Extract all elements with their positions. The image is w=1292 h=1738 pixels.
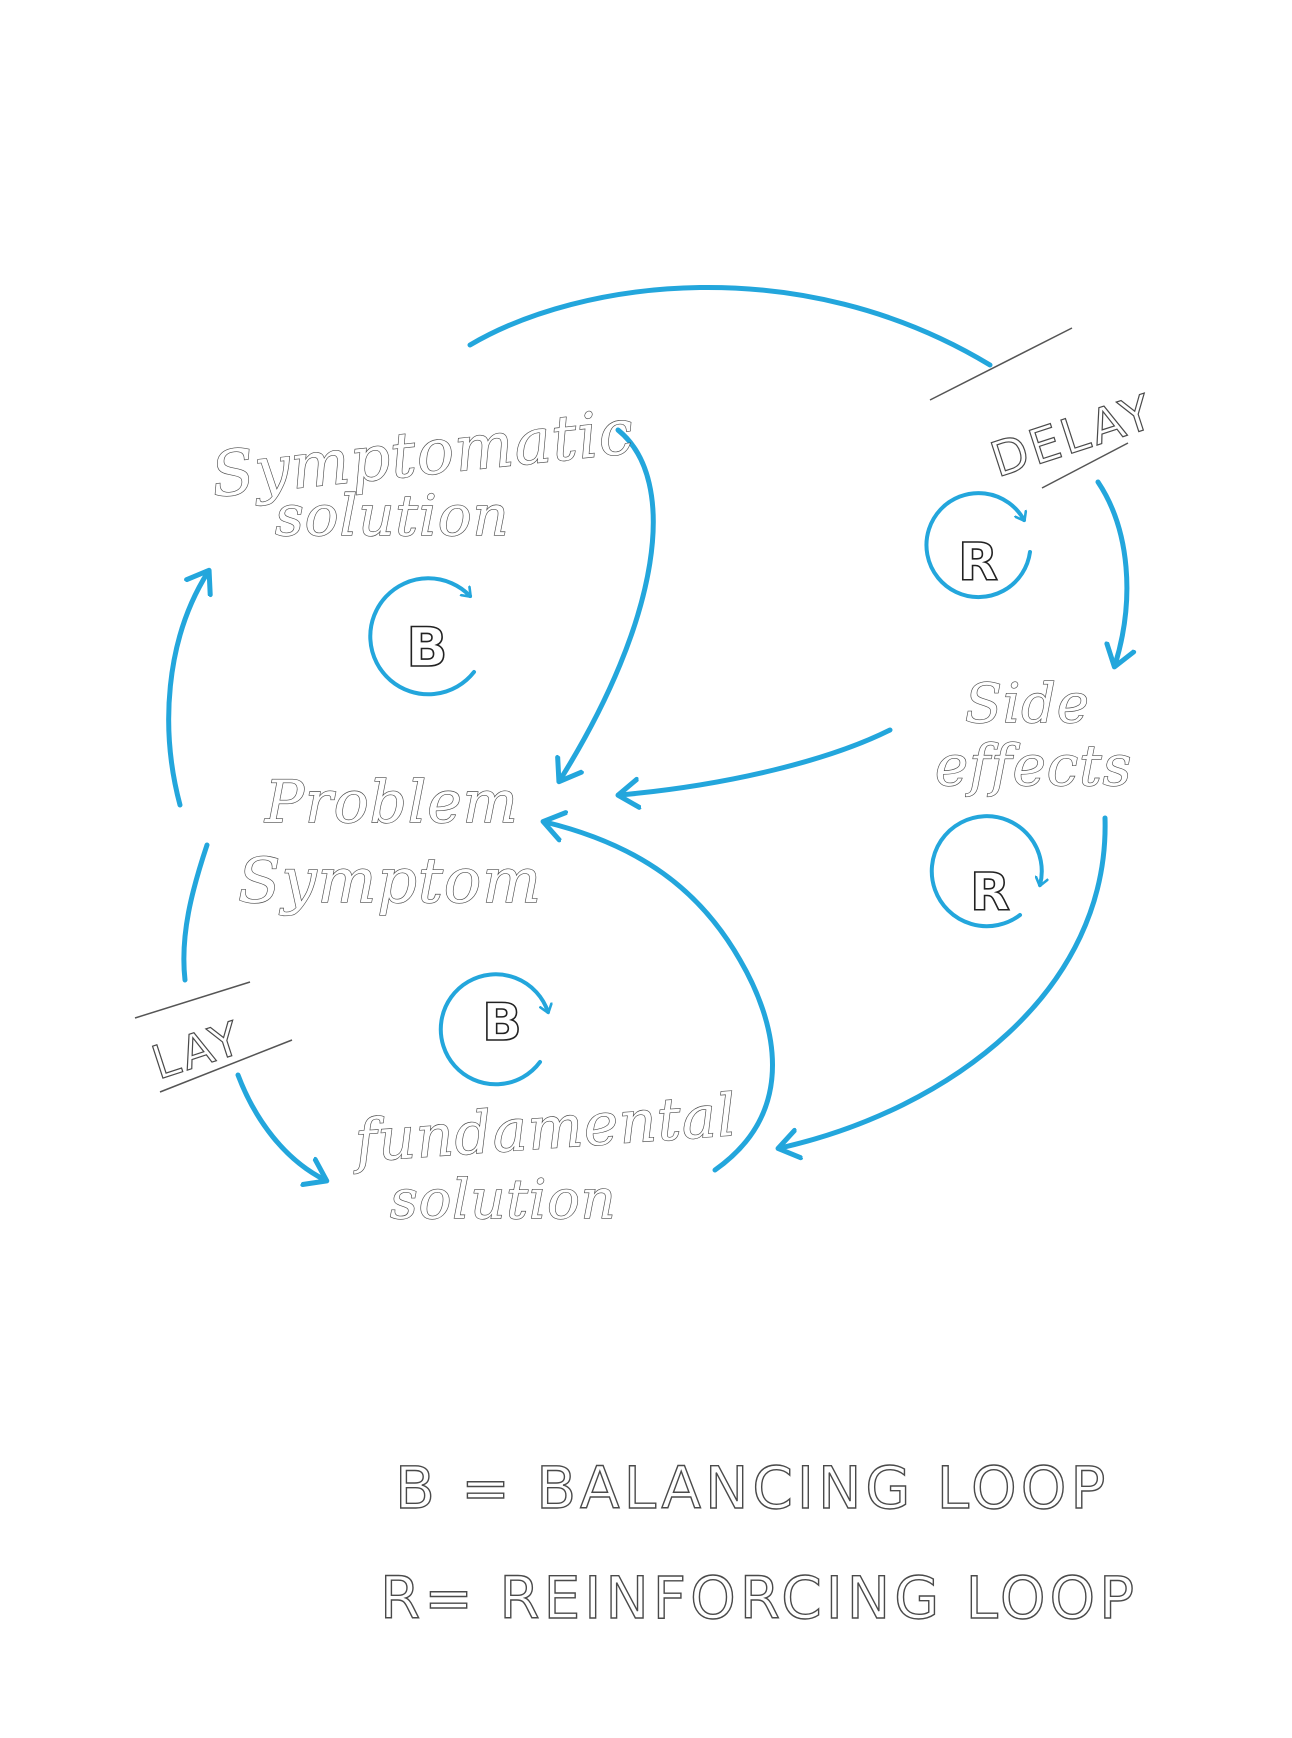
arrow-top-arc bbox=[467, 285, 993, 368]
node-label-line-1: Side bbox=[965, 672, 1090, 735]
delay-label-top-right: DELAY bbox=[984, 383, 1162, 488]
delay-bottom-left: LAY bbox=[134, 981, 293, 1093]
node-problem-symptom: Problem Symptom bbox=[237, 767, 542, 917]
loop-circle bbox=[924, 491, 1032, 600]
node-label-line-1: Problem bbox=[264, 768, 519, 836]
loop-circle bbox=[368, 576, 476, 697]
arrow-fundamental-to-problem bbox=[545, 822, 775, 1173]
arrow-problem-to-delay bbox=[181, 842, 210, 983]
arrow-delay-to-fundamental bbox=[235, 1072, 325, 1180]
loop-letter-upper-balancing: B bbox=[406, 616, 447, 679]
legend-reinforcing: R= REINFORCING LOOP bbox=[380, 1564, 1138, 1632]
delay-label-bottom-left: LAY bbox=[145, 1010, 249, 1090]
node-label-line-1: fundamental bbox=[349, 1081, 739, 1176]
loop-circle bbox=[929, 814, 1042, 929]
node-label-line-2: solution bbox=[275, 484, 510, 549]
legend-balancing: B = BALANCING LOOP bbox=[395, 1454, 1109, 1522]
arrow-side-effects-to-fundamental bbox=[780, 815, 1108, 1148]
loop-letter-upper-reinforcing: R bbox=[958, 533, 998, 593]
delay-bar-upper bbox=[929, 327, 1073, 401]
node-fundamental-solution: fundamental solution bbox=[348, 1080, 739, 1231]
loop-circle bbox=[438, 972, 548, 1087]
arrow-problem-to-symptomatic bbox=[166, 572, 208, 808]
arrow-delay-to-side-effects bbox=[1095, 479, 1127, 665]
arrow-symptomatic-to-problem bbox=[560, 427, 656, 780]
loop-marker-upper-balancing: B bbox=[368, 576, 476, 697]
arrow-side-effects-to-problem bbox=[620, 727, 893, 795]
loop-marker-upper-reinforcing: R bbox=[924, 491, 1032, 600]
delay-bar-upper bbox=[134, 981, 251, 1019]
node-symptomatic-solution: Symptomatic solution bbox=[207, 394, 638, 550]
delay-bar-lower bbox=[159, 1039, 293, 1093]
node-label-line-2: Symptom bbox=[238, 844, 542, 917]
node-side-effects: Side effects bbox=[934, 671, 1132, 799]
loop-marker-lower-reinforcing: R bbox=[929, 814, 1042, 929]
loop-letter-lower-reinforcing: R bbox=[970, 863, 1010, 923]
delay-bar-lower bbox=[1041, 442, 1129, 489]
node-label-line-2: solution bbox=[390, 1168, 617, 1231]
loop-letter-lower-balancing: B bbox=[482, 993, 522, 1053]
legend: B = BALANCING LOOP R= REINFORCING LOOP bbox=[379, 1453, 1138, 1632]
loop-marker-lower-balancing: B bbox=[438, 972, 548, 1087]
node-label-line-2: effects bbox=[935, 734, 1132, 799]
